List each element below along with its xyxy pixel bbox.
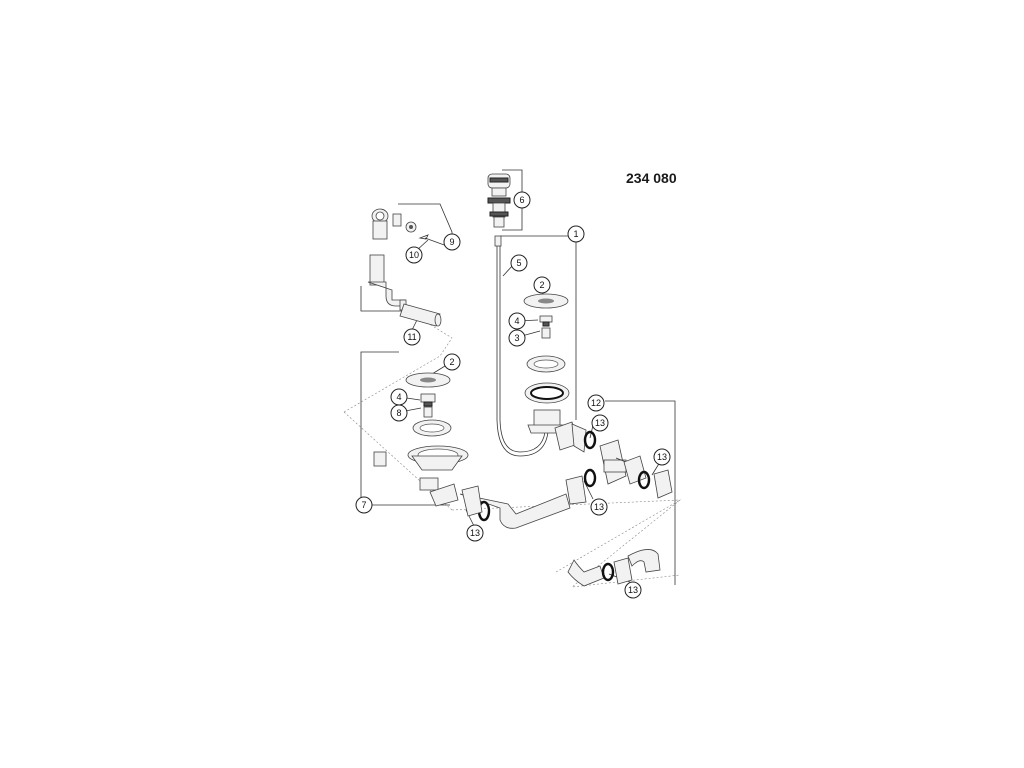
overflow-elbow-assembly — [367, 208, 429, 311]
callout-4-left: 4 — [390, 388, 408, 406]
svg-text:9: 9 — [449, 237, 454, 247]
leader-lines — [399, 237, 661, 583]
svg-text:13: 13 — [470, 528, 480, 538]
svg-text:11: 11 — [407, 332, 416, 342]
part-number: 234 080 — [626, 170, 677, 186]
svg-text:4: 4 — [514, 316, 519, 326]
callout-13-d: 13 — [466, 524, 484, 542]
svg-text:4: 4 — [396, 392, 401, 402]
svg-text:13: 13 — [594, 502, 604, 512]
callout-6: 6 — [513, 191, 531, 209]
svg-text:12: 12 — [591, 398, 601, 408]
svg-text:10: 10 — [409, 250, 419, 260]
svg-text:2: 2 — [539, 280, 544, 290]
callout-2-right: 2 — [533, 276, 551, 294]
callout-11: 11 — [403, 328, 421, 346]
right-strainer-set — [523, 293, 570, 434]
overflow-tube — [399, 303, 442, 327]
callout-5: 5 — [510, 254, 528, 272]
callout-9: 9 — [443, 233, 461, 251]
callout-13-a: 13 — [591, 414, 609, 432]
svg-text:5: 5 — [516, 258, 521, 268]
callout-13-c: 13 — [590, 498, 608, 516]
svg-text:3: 3 — [514, 333, 519, 343]
callout-1: 1 — [567, 225, 585, 243]
svg-text:6: 6 — [519, 195, 524, 205]
svg-text:13: 13 — [657, 452, 667, 462]
svg-text:2: 2 — [449, 357, 454, 367]
callout-8: 8 — [390, 404, 408, 422]
callout-2-left: 2 — [443, 353, 461, 371]
callout-7: 7 — [355, 496, 373, 514]
bowden-cable — [494, 235, 549, 457]
svg-text:7: 7 — [361, 500, 366, 510]
callout-10: 10 — [405, 246, 423, 264]
operating-knob — [487, 173, 511, 228]
svg-text:13: 13 — [628, 585, 638, 595]
callout-13-e: 13 — [624, 581, 642, 599]
left-strainer-set — [373, 372, 469, 507]
drain-pipe-system — [459, 421, 673, 587]
svg-text:13: 13 — [595, 418, 605, 428]
callout-12: 12 — [587, 394, 605, 412]
dashed-guides — [343, 311, 681, 588]
callout-13-b: 13 — [653, 448, 671, 466]
callout-4-right: 4 — [508, 312, 526, 330]
svg-text:1: 1 — [573, 229, 578, 239]
svg-text:8: 8 — [396, 408, 401, 418]
callout-3: 3 — [508, 329, 526, 347]
